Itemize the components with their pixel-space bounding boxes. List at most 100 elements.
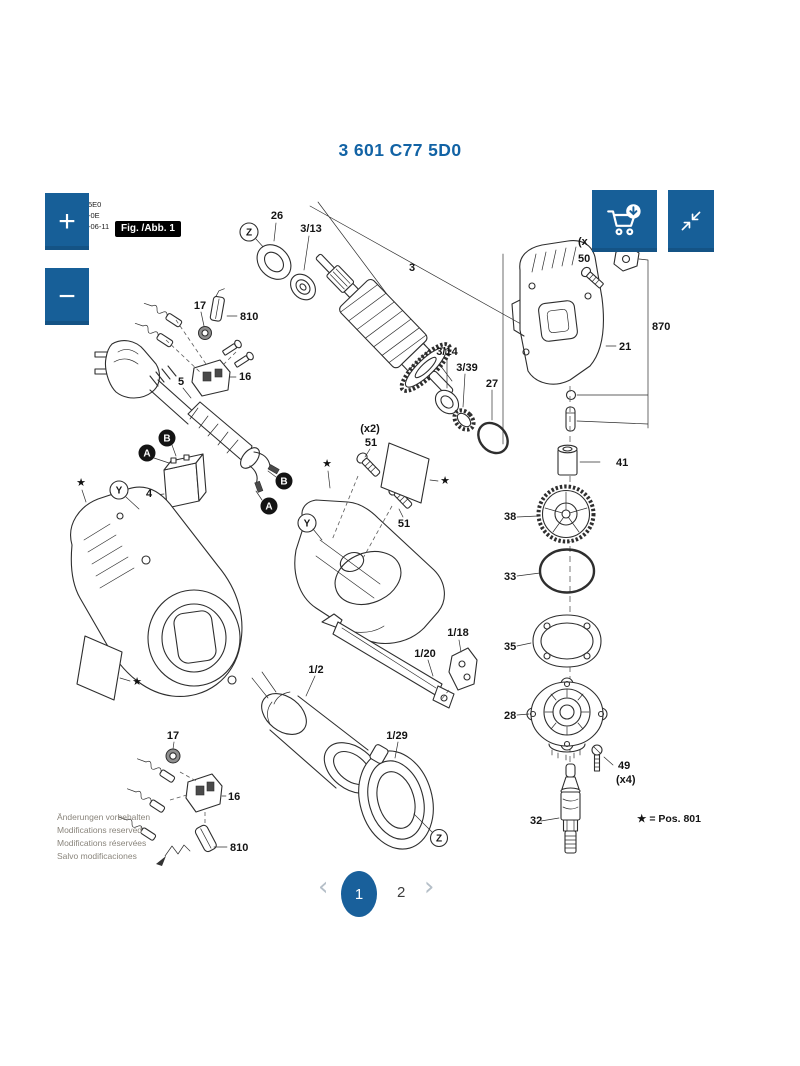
zoom-out-button[interactable]: − (45, 268, 89, 325)
callout-5: 5 (178, 376, 184, 388)
callout-51-mult: (x2) (360, 423, 380, 435)
housing-right-half: ★ ★ Y (294, 442, 450, 644)
callout-51-a: 51 (365, 437, 377, 449)
gear-housing-21 (519, 240, 605, 385)
ball-bearing-3-14 (434, 389, 460, 415)
drawing-code-line: -06-11 (88, 222, 110, 231)
legal-line: Modifications reserved (57, 825, 143, 835)
motor-housing-left: Y ★ ★ (70, 476, 243, 701)
arrow-down-icon (628, 206, 637, 216)
cap-marker-b (158, 429, 176, 447)
legal-line: Änderungen vorbehalten (57, 812, 151, 822)
brush-group-top (134, 288, 254, 397)
svg-text:Y: Y (304, 519, 311, 530)
add-to-cart-button[interactable] (592, 190, 657, 252)
svg-text:B: B (163, 434, 170, 445)
bracket-870 (576, 258, 649, 429)
detail-z-marker (429, 828, 449, 848)
pagination-next[interactable]: › (424, 872, 435, 902)
callout-38: 38 (504, 511, 516, 523)
screw-49 (591, 744, 603, 772)
svg-text:A: A (143, 449, 150, 460)
brush-holder-810 (209, 288, 225, 322)
drawing-code-line: 5E0 (88, 200, 102, 209)
ball-bearing-3-13 (290, 273, 316, 301)
callout-16-bottom: 16 (228, 791, 240, 803)
callout-1-29: 1/29 (386, 730, 407, 742)
armature-rotor (315, 253, 454, 396)
figure-badge: Fig. /Abb. 1 (115, 221, 181, 237)
o-ring-27 (477, 421, 509, 455)
cord-boot (187, 401, 253, 465)
plate-1-18 (448, 647, 478, 691)
callout-1-2: 1/2 (308, 664, 323, 676)
power-cord-assembly: B A (94, 340, 293, 515)
detail-y-marker (297, 513, 317, 533)
pagination-page-2[interactable]: 2 (397, 884, 406, 901)
star-marker: ★ (322, 457, 332, 470)
svg-text:Z: Z (246, 228, 252, 239)
pagination-page-1-label: 1 (354, 885, 364, 903)
callout-41: 41 (616, 457, 628, 469)
collapse-view-button[interactable] (668, 190, 714, 252)
callout-16-top: 16 (239, 371, 251, 383)
spec-plate (380, 442, 430, 504)
star-marker: ★ (76, 476, 86, 489)
callout-3-13: 3/13 (300, 223, 321, 235)
callout-50: 50 (578, 253, 590, 265)
plus-icon: + (58, 204, 76, 238)
cart-icon (606, 204, 641, 236)
detail-y-marker (109, 480, 129, 500)
bearing-cover-26 (256, 244, 292, 280)
callout-32: 32 (530, 815, 542, 827)
pagination-page-1-current[interactable]: 1 (341, 871, 377, 917)
callout-50-mult: (x (578, 236, 589, 248)
callout-810-top: 810 (240, 311, 258, 323)
bearing-flange-28 (526, 677, 608, 761)
callout-27: 27 (486, 378, 498, 390)
zoom-in-button[interactable]: + (45, 193, 89, 250)
gear-housing-group (511, 240, 649, 432)
star-legend-note: ★ = Pos. 801 (637, 813, 701, 825)
callout-49: 49 (618, 760, 630, 772)
drive-train-column (516, 386, 614, 854)
wire-marker-b (275, 472, 293, 490)
legal-line: Salvo modificaciones (57, 851, 137, 861)
svg-text:Y: Y (116, 486, 123, 497)
o-ring-33 (538, 548, 596, 594)
drawing-code-line: -0E (88, 211, 100, 220)
steel-ball (565, 389, 577, 401)
svg-text:B: B (280, 477, 287, 488)
wire-marker-a (260, 497, 278, 515)
legal-line: Modifications réservées (57, 838, 147, 848)
spec-plate (76, 635, 123, 701)
callout-26: 26 (271, 210, 283, 222)
screw-51-a (356, 452, 381, 477)
switch-slider-group (321, 613, 478, 709)
legal-notice: Änderungen vorbehalten Modifications res… (57, 811, 150, 863)
callout-810-bottom: 810 (230, 842, 248, 854)
star-marker: ★ (440, 474, 450, 487)
callout-17-top: 17 (194, 300, 206, 312)
svg-text:A: A (265, 502, 272, 513)
callout-49-mult: (x4) (616, 774, 636, 786)
page-title: 3 601 C77 5D0 (338, 140, 462, 160)
screw-50 (580, 266, 604, 289)
pin (565, 406, 576, 432)
callout-28: 28 (504, 710, 516, 722)
callout-3-14: 3/14 (436, 346, 458, 358)
callout-17-bottom: 17 (167, 730, 179, 742)
callout-4: 4 (146, 488, 153, 500)
callout-3: 3 (409, 262, 415, 274)
collapse-arrows-icon (681, 211, 701, 231)
callout-33: 33 (504, 571, 516, 583)
stator-group: Z (251, 671, 449, 850)
cap-marker-a (138, 444, 156, 462)
callout-35: 35 (504, 641, 516, 653)
callout-labels: 26 3/13 3 17 810 16 5 3/14 3/39 27 (x 50… (146, 210, 701, 854)
pagination-prev[interactable]: ‹ (318, 872, 329, 902)
minus-icon: − (58, 279, 76, 313)
svg-text:Z: Z (436, 834, 442, 845)
star-marker: ★ (132, 675, 142, 688)
